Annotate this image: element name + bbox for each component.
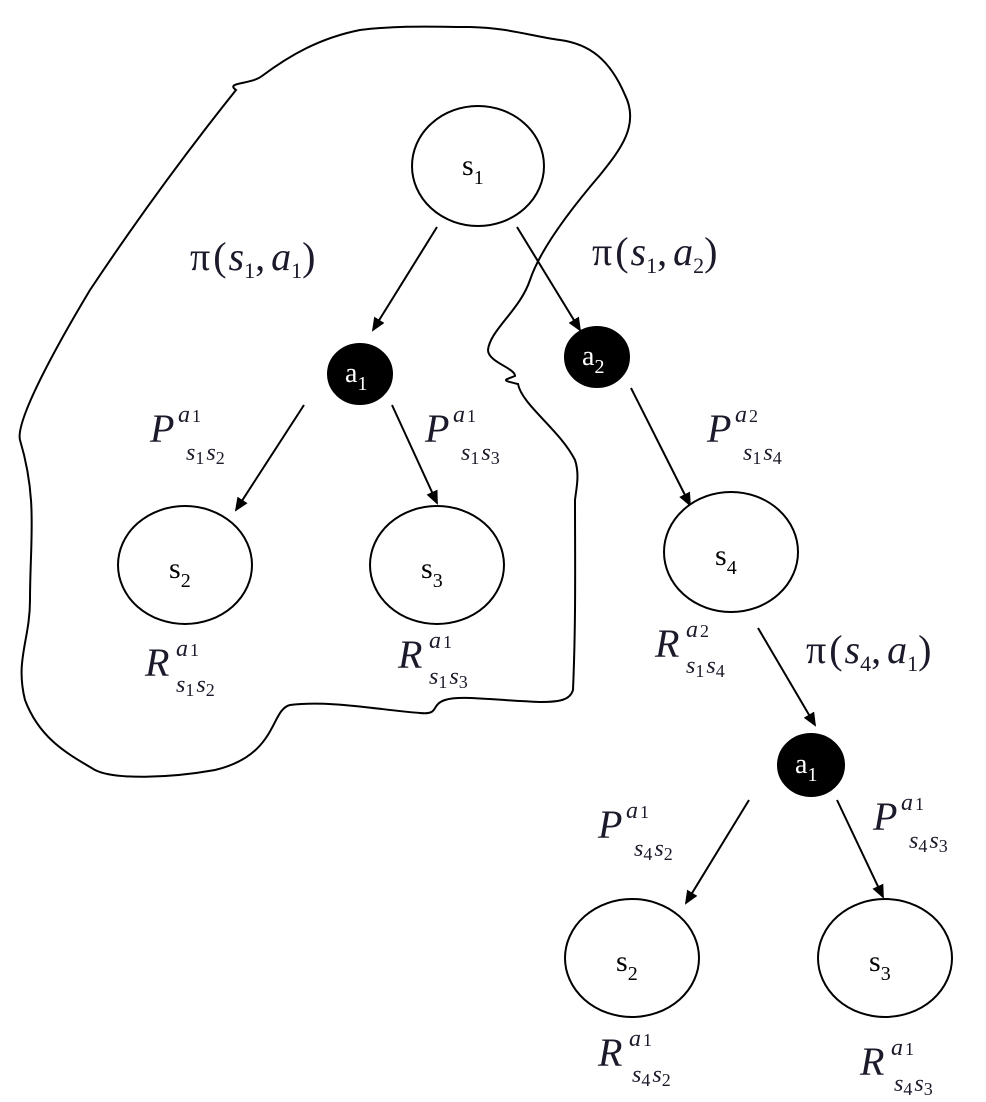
state-node-s2-bottom: s2	[564, 898, 700, 1018]
label-pi-s4-a1: π(s4,a1)	[806, 627, 931, 676]
state-node-s3-left: s3	[369, 505, 505, 625]
svg-text:R: R	[859, 1039, 884, 1084]
svg-text:s4: s4	[715, 539, 737, 579]
svg-text:R: R	[397, 632, 422, 677]
svg-text:s1: s1	[462, 149, 484, 189]
svg-text:s4s2: s4s2	[634, 836, 673, 864]
svg-text:R: R	[144, 640, 169, 685]
svg-text:R: R	[654, 621, 679, 666]
edge-a1b-s2	[684, 799, 750, 905]
svg-text:a1: a1	[345, 358, 367, 395]
svg-text:P: P	[872, 794, 897, 839]
action-node-a2-top: a2	[564, 326, 630, 388]
svg-text:P: P	[597, 802, 622, 847]
edge-a1-s2	[234, 404, 305, 512]
label-pi-s1-a1: π(s1,a1)	[190, 234, 315, 283]
svg-text:s1s3: s1s3	[429, 664, 468, 692]
edge-a1b-s3	[836, 799, 884, 899]
action-node-a1-bottom: a1	[777, 733, 845, 797]
action-node-a1-top: a1	[327, 343, 393, 405]
svg-text:a1: a1	[901, 790, 924, 816]
edge-a1-s3	[391, 404, 438, 505]
edge-s1-a2	[516, 226, 582, 332]
svg-text:s1s2: s1s2	[176, 672, 215, 700]
svg-text:P: P	[706, 406, 731, 451]
svg-text:a1: a1	[626, 798, 649, 824]
svg-text:a2: a2	[686, 617, 709, 643]
svg-text:P: P	[424, 406, 449, 451]
state-node-s4: s4	[663, 491, 799, 613]
svg-text:a1: a1	[429, 628, 452, 654]
state-node-s1: s1	[411, 105, 545, 227]
svg-text:a1: a1	[891, 1035, 914, 1061]
subtree-outline	[18, 25, 632, 778]
svg-text:s3: s3	[421, 552, 443, 592]
label-pi-s1-a2: π(s1,a2)	[592, 229, 717, 278]
svg-text:s1s4: s1s4	[743, 440, 782, 468]
svg-text:s2: s2	[616, 945, 638, 985]
state-node-s3-bottom: s3	[817, 898, 953, 1018]
svg-text:s4s3: s4s3	[894, 1071, 933, 1099]
svg-text:s4s3: s4s3	[909, 828, 948, 856]
svg-text:a2: a2	[582, 341, 604, 378]
svg-text:a2: a2	[735, 402, 758, 428]
svg-text:a1: a1	[176, 636, 199, 662]
state-node-s2-left: s2	[117, 505, 253, 625]
svg-text:s3: s3	[869, 945, 891, 985]
svg-text:a1: a1	[453, 402, 476, 428]
svg-text:a1: a1	[629, 1026, 652, 1052]
edge-s1-a1	[371, 226, 438, 332]
svg-text:s1s4: s1s4	[686, 653, 725, 681]
svg-text:P: P	[149, 406, 174, 451]
edge-a2-s4	[630, 387, 691, 507]
svg-text:a1: a1	[795, 749, 817, 786]
svg-text:s1s2: s1s2	[186, 440, 225, 468]
svg-text:R: R	[597, 1030, 622, 1075]
svg-text:s2: s2	[169, 552, 191, 592]
svg-text:a1: a1	[178, 402, 201, 428]
svg-text:s1s3: s1s3	[461, 440, 500, 468]
svg-text:s4s2: s4s2	[632, 1062, 671, 1090]
edge-s4-a1	[757, 627, 817, 727]
